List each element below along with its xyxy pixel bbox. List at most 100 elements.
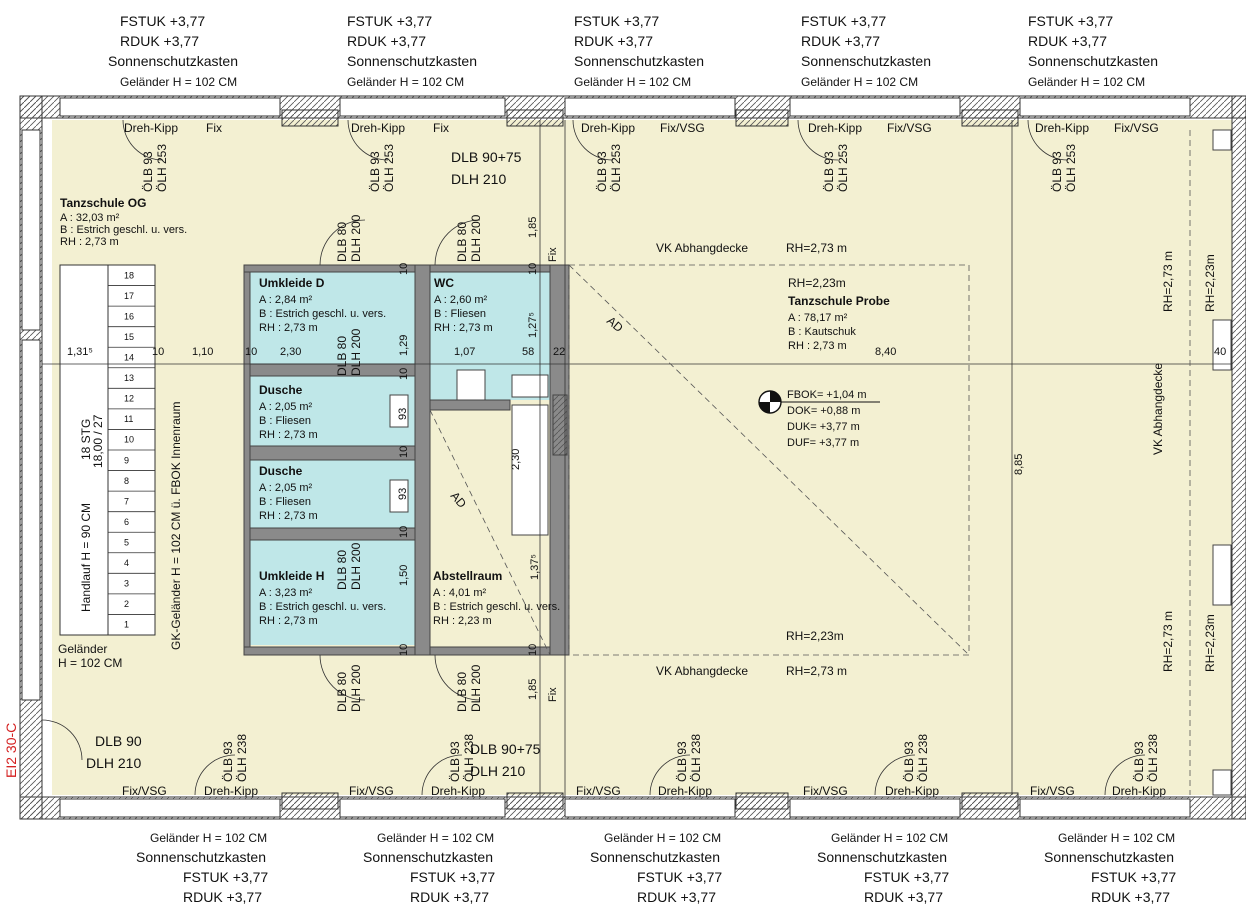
dim-label: 10 [398, 263, 410, 275]
dim-label: 10 [527, 263, 539, 275]
window-height-label: ÖLH 238 [1146, 734, 1160, 782]
room-height: RH : 2,73 m [259, 429, 318, 441]
bottom-note-rduk: RDUK +3,77 [864, 889, 943, 905]
dim-label: 10 [398, 446, 410, 458]
stair-step-number: 1 [124, 620, 129, 630]
top-window-types: Dreh-Kipp Fix Dreh-Kipp Fix Dreh-Kipp Fi… [124, 121, 1159, 135]
ceiling-height-label: RH=2,23m [1203, 614, 1217, 672]
window-type-label: Fix/VSG [122, 784, 167, 798]
window-type-label: Fix [433, 121, 449, 135]
stair-step-number: 13 [124, 373, 134, 383]
door-width-label: DLB 80 [335, 222, 349, 262]
dim-label: 10 [398, 368, 410, 380]
door-width-label: DLB 80 [455, 672, 469, 712]
bottom-note-rduk: RDUK +3,77 [410, 889, 489, 905]
door-width-label: DLB 80 [335, 336, 349, 376]
window-height-label: ÖLH 238 [462, 734, 476, 782]
bottom-note-fstuk: FSTUK +3,77 [864, 869, 949, 885]
bottom-note-gelaender: Geländer H = 102 CM [377, 831, 494, 845]
window-type-label: Dreh-Kipp [1112, 784, 1166, 798]
top-note-fstuk: FSTUK +3,77 [347, 13, 432, 29]
top-note-gelaender: Geländer H = 102 CM [1028, 75, 1145, 89]
room-wc: WC A : 2,60 m² B : Fliesen RH : 2,73 m [434, 276, 493, 334]
dim-label: 1,50 [398, 565, 410, 586]
door-height-label: DLH 210 [451, 171, 506, 187]
top-note-gelaender: Geländer H = 102 CM [347, 75, 464, 89]
window-type-label: Dreh-Kipp [885, 784, 939, 798]
ceiling-height-label: RH=2,73 m [1161, 251, 1175, 312]
window-height-label: ÖLH 253 [155, 144, 169, 192]
bottom-note-gelaender: Geländer H = 102 CM [604, 831, 721, 845]
top-note-sonnen: Sonnenschutzkasten [574, 53, 704, 69]
window-height-label: ÖLH 253 [1064, 144, 1078, 192]
top-note-rduk: RDUK +3,77 [1028, 33, 1107, 49]
window-type-label: Dreh-Kipp [204, 784, 258, 798]
dim-label: 1,27⁵ [527, 312, 539, 338]
stair-ratio-label: 18,00 / 27 [91, 414, 105, 468]
level-annotations: FBOK= +1,04 m DOK= +0,88 m DUK= +3,77 m … [787, 389, 866, 449]
window-height-label: ÖLH 238 [235, 734, 249, 782]
dim-label: 1,85 [527, 217, 539, 238]
bottom-note-sonnen: Sonnenschutzkasten [363, 849, 493, 865]
window-type-label: Dreh-Kipp [431, 784, 485, 798]
door-width-label: DLB 80 [335, 672, 349, 712]
room-height: RH : 2,73 m [788, 340, 847, 352]
dim-label: 1,07 [454, 346, 475, 358]
ceiling-access-label: AD [604, 314, 626, 336]
interior-walls [243, 264, 570, 656]
bottom-note-gelaender: Geländer H = 102 CM [831, 831, 948, 845]
window-type-label: Fix/VSG [803, 784, 848, 798]
top-note-gelaender: Geländer H = 102 CM [801, 75, 918, 89]
window-height-label: ÖLH 238 [689, 734, 703, 782]
room-floor: B : Estrich geschl. u. vers. [259, 601, 386, 613]
room-height: RH : 2,73 m [434, 322, 493, 334]
bottom-note-sonnen: Sonnenschutzkasten [136, 849, 266, 865]
wall-piers [281, 109, 1019, 810]
room-floor: B : Estrich geschl. u. vers. [60, 224, 187, 236]
dim-label: 1,37⁵ [529, 554, 541, 580]
top-note-fstuk: FSTUK +3,77 [574, 13, 659, 29]
room-name: Umkleide D [259, 276, 325, 290]
window-width-label: ÖLB 93 [1132, 741, 1146, 782]
stair-step-number: 7 [124, 496, 129, 506]
bottom-note-fstuk: FSTUK +3,77 [1091, 869, 1176, 885]
room-floor: B : Estrich geschl. u. vers. [259, 308, 386, 320]
stair-count-label: 18 STG [79, 419, 93, 460]
window-type-label: Dreh-Kipp [808, 121, 862, 135]
railing-label: GK-Geländer H = 102 CM ü. FBOK Innenraum [169, 402, 183, 650]
top-note-fstuk: FSTUK +3,77 [120, 13, 205, 29]
stair-step-number: 15 [124, 332, 134, 342]
room-dusche-2: Dusche A : 2,05 m² B : Fliesen RH : 2,73… [259, 464, 318, 522]
top-note-rduk: RDUK +3,77 [120, 33, 199, 49]
window-width-label: ÖLB 93 [902, 741, 916, 782]
window-type-label: Fix/VSG [887, 121, 932, 135]
stair-step-number: 6 [124, 517, 129, 527]
door-height-label: DLH 200 [349, 214, 363, 262]
ceiling-height-label: RH=2,23m [788, 276, 846, 290]
dim-label: 8,85 [1013, 454, 1025, 475]
bottom-window-notes: Geländer H = 102 CM Sonnenschutzkasten F… [136, 831, 1176, 905]
door-width-label: DLB 80 [455, 222, 469, 262]
door-height-label: DLH 200 [469, 664, 483, 712]
level-dok: DOK= +0,88 m [787, 405, 860, 417]
bottom-window-sizes: ÖLB 93 ÖLH 238 ÖLB 93 ÖLH 238 ÖLB 93 ÖLH… [221, 734, 1160, 782]
level-duf: DUF= +3,77 m [787, 437, 859, 449]
room-floor: B : Fliesen [259, 496, 311, 508]
door-height-label: DLH 210 [470, 763, 525, 779]
window-width-label: ÖLB 93 [675, 741, 689, 782]
top-note-sonnen: Sonnenschutzkasten [801, 53, 931, 69]
window-width-label: ÖLB 93 [368, 151, 382, 192]
room-name: Umkleide H [259, 569, 324, 583]
room-area: A : 4,01 m² [433, 587, 487, 599]
stair-step-number: 4 [124, 558, 129, 568]
fixtures [389, 129, 1232, 796]
stair-step-number: 12 [124, 394, 134, 404]
ceiling-height-label: RH=2,73 m [1161, 611, 1175, 672]
level-marker-icon [758, 390, 880, 414]
window-height-label: ÖLH 253 [836, 144, 850, 192]
room-height: RH : 2,23 m [433, 615, 492, 627]
window-width-label: ÖLB 93 [448, 741, 462, 782]
top-note-sonnen: Sonnenschutzkasten [1028, 53, 1158, 69]
